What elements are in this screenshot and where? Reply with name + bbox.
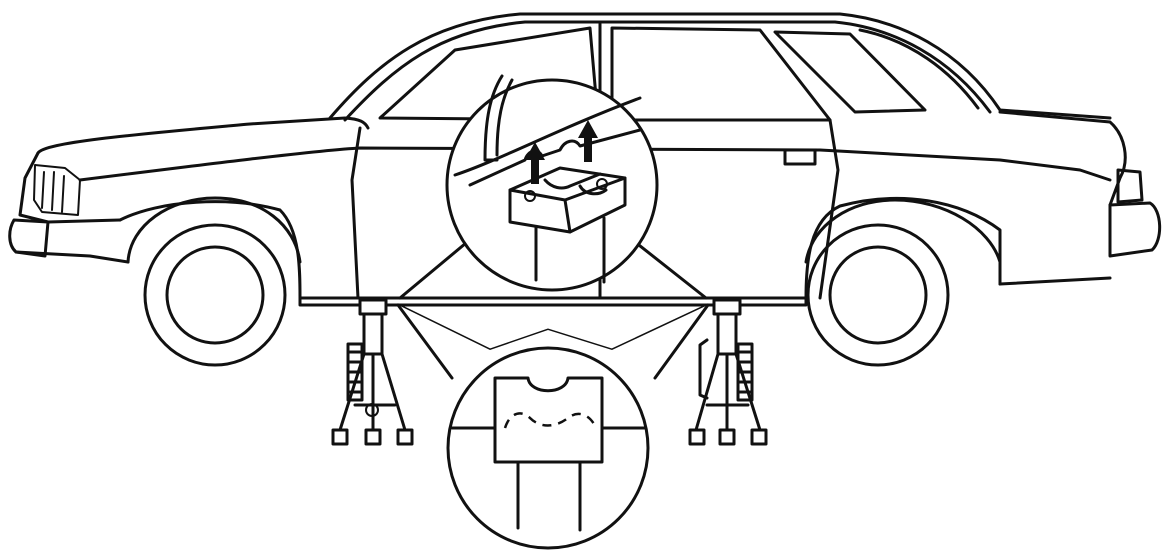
car-roof — [328, 12, 1112, 120]
upper-magnifier — [398, 74, 708, 300]
upper-detail-saddle-groove — [543, 172, 608, 196]
upper-detail-stand-post — [534, 216, 606, 284]
rear-quarter-window — [773, 30, 927, 114]
lower-body-line — [118, 197, 1002, 300]
lower-callout-edges — [396, 303, 710, 380]
car-front-fascia — [18, 151, 122, 224]
rear-stand-legs — [694, 352, 762, 432]
front-stand-post — [362, 312, 384, 356]
door-handle — [783, 148, 817, 166]
car-rear-deck — [998, 110, 1127, 207]
front-stand-pin — [365, 403, 379, 417]
lower-detail-saddle — [493, 376, 604, 464]
up-arrow-right-icon — [578, 120, 598, 162]
rear-glass — [858, 28, 980, 110]
lower-magnifier — [396, 303, 710, 550]
rear-tire — [806, 223, 950, 367]
front-door-line — [350, 126, 362, 300]
upper-detail-saddle-top — [508, 176, 627, 234]
lower-callout-fill — [398, 305, 708, 380]
front-tire — [143, 223, 287, 367]
front-rim — [165, 245, 265, 345]
upper-callout-pointer — [398, 236, 708, 300]
upper-detail-door-edge — [453, 96, 642, 177]
rear-stand-feet — [688, 428, 768, 446]
rear-rim — [828, 245, 928, 345]
car-sill-line — [14, 250, 1112, 300]
front-stand-ratchet — [346, 342, 364, 402]
front-bumper — [8, 218, 50, 258]
up-arrow-left-icon — [525, 142, 545, 184]
upper-detail-saddle-hole-1 — [524, 190, 536, 202]
lower-detail-stand-post — [516, 460, 582, 532]
rear-stand-ratchet — [736, 342, 754, 402]
rear-stand-saddle — [712, 298, 742, 316]
upper-detail-sill — [468, 128, 642, 187]
front-wheel-arch — [126, 196, 302, 264]
jack-stand-rear — [688, 298, 768, 446]
rear-light — [1116, 168, 1144, 204]
lower-detail-hidden-notch — [503, 412, 598, 429]
rear-window — [610, 26, 832, 122]
upper-detail-saddle-hole-2 — [596, 178, 608, 190]
car-hood — [36, 116, 370, 155]
car-rocker-panel — [298, 296, 808, 307]
car-belt-line — [78, 146, 1112, 182]
front-stand-legs — [338, 352, 407, 432]
rear-bumper — [1108, 201, 1162, 258]
lower-magnifier-circle — [446, 346, 650, 550]
rear-door-line — [818, 118, 840, 300]
upper-detail-pillar — [483, 74, 514, 162]
jack-stand-front — [331, 298, 414, 446]
rear-stand-post — [716, 312, 738, 356]
headlight — [33, 164, 81, 216]
car-roof-inner — [343, 20, 992, 122]
rear-stand-handle — [698, 338, 709, 400]
front-stand-feet — [331, 428, 414, 446]
front-stand-saddle — [358, 298, 388, 316]
grille-lines — [41, 171, 65, 213]
rear-wheel-arch — [804, 198, 1002, 264]
